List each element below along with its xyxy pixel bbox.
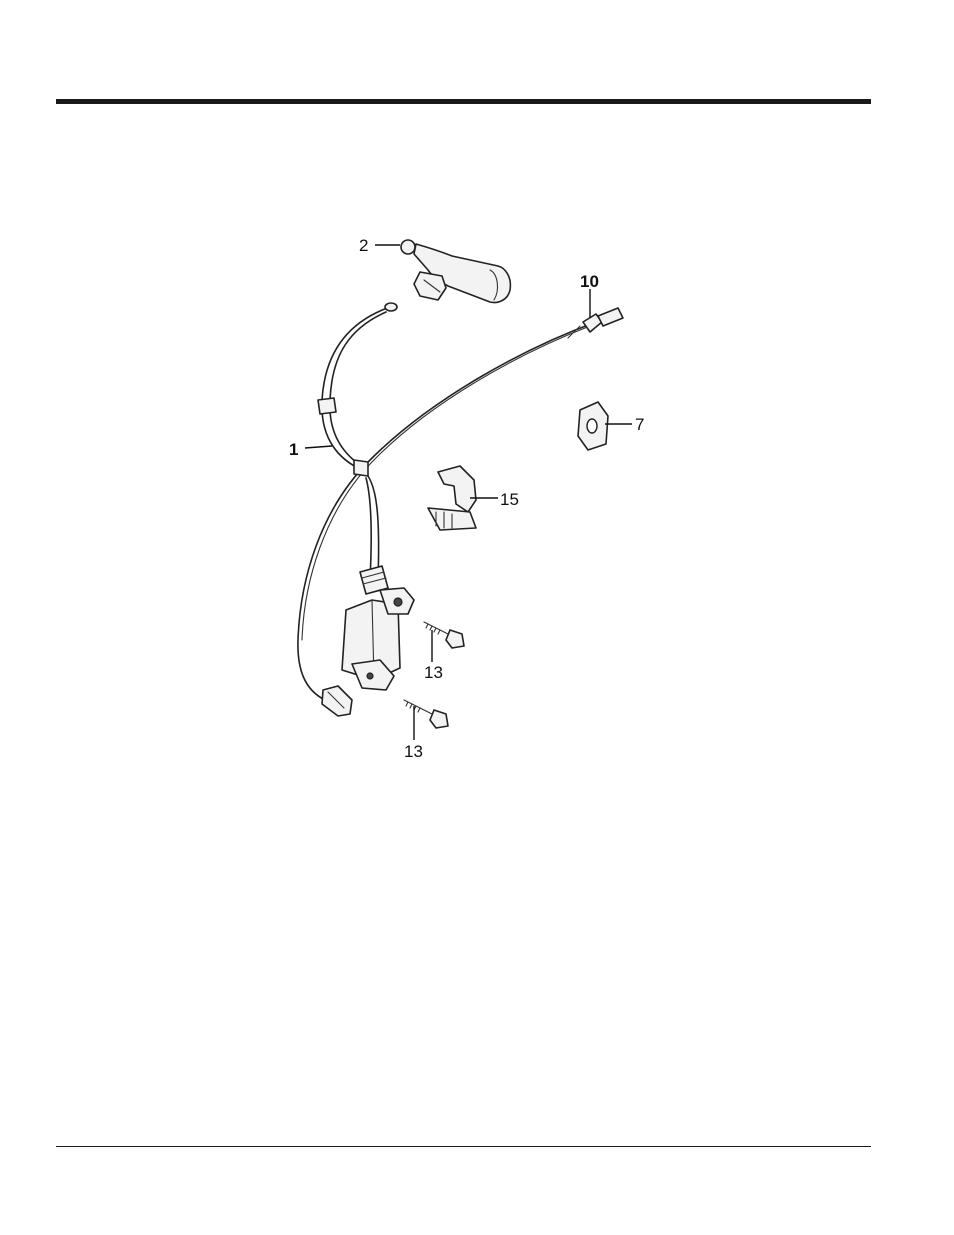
callout-1: 1: [289, 440, 298, 459]
ignition-coil: [342, 566, 414, 690]
terminal-10: [568, 308, 623, 338]
callout-10: 10: [580, 272, 599, 291]
callout-13-lower: 13: [404, 742, 423, 761]
bolt-13-upper: [424, 622, 464, 648]
spark-plug-cap: [401, 240, 510, 303]
clip-7: [578, 402, 608, 450]
bolt-13-lower: [404, 700, 448, 728]
callout-15: 15: [500, 490, 519, 509]
high-tension-cord: [318, 303, 397, 580]
cord-clamp-15: [428, 466, 476, 530]
callout-13-upper: 13: [424, 663, 443, 682]
callout-2: 2: [359, 236, 368, 255]
callout-7: 7: [635, 415, 644, 434]
leader-1: [305, 446, 332, 448]
